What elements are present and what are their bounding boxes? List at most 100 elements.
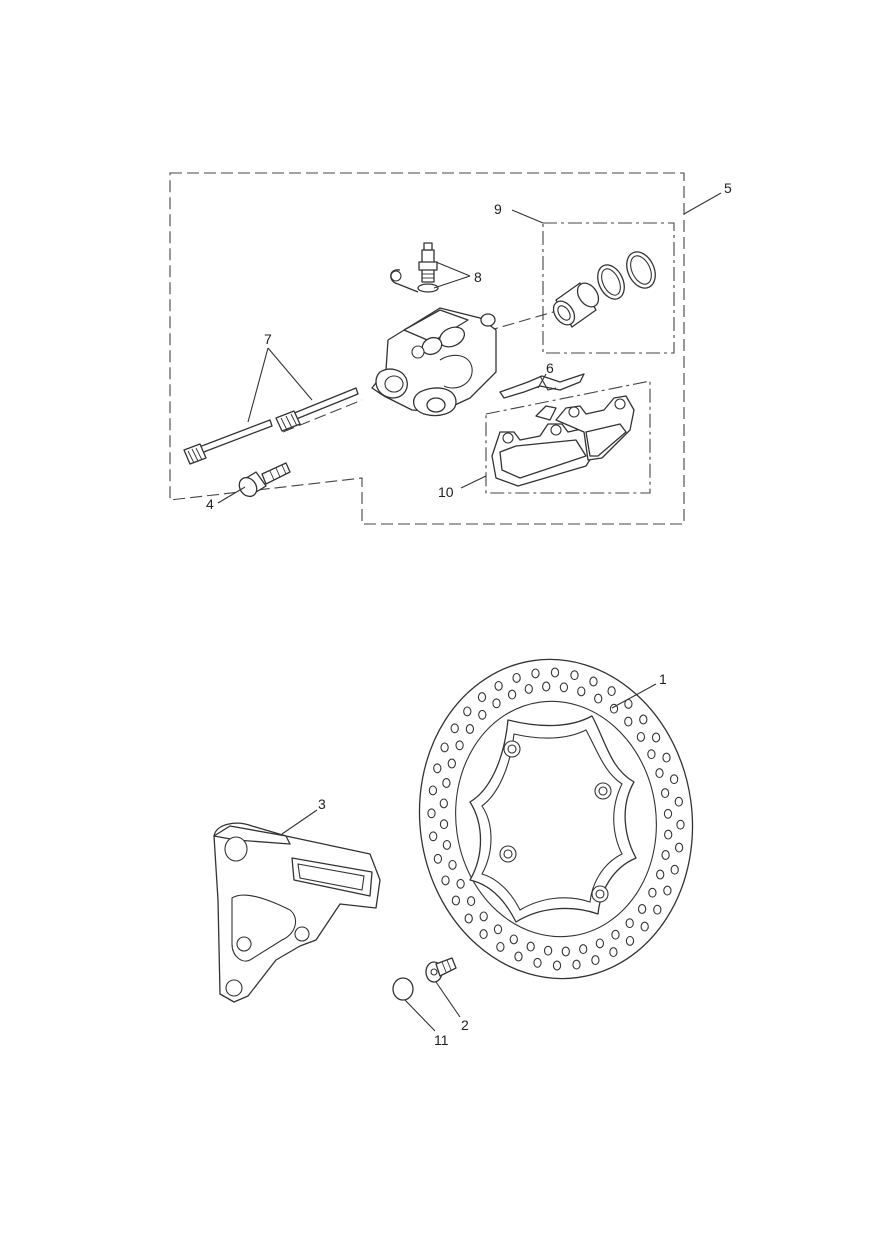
alignment-line-upper	[469, 309, 561, 337]
disc-drilled-hole	[440, 742, 449, 753]
disc-drilled-hole	[611, 929, 620, 940]
disc-drilled-hole	[594, 693, 603, 704]
disc-drilled-hole	[479, 929, 488, 940]
disc-drilled-hole	[448, 859, 457, 870]
disc-drilled-hole	[609, 947, 618, 958]
disc-drilled-hole	[429, 831, 438, 842]
disc-drilled-hole	[669, 774, 679, 785]
caliper-carrier-bracket	[213, 822, 381, 1003]
disc-drilled-hole	[674, 842, 684, 853]
disc-drilled-hole	[493, 924, 503, 935]
disc-drilled-hole	[625, 935, 635, 946]
disc-drilled-hole	[477, 692, 487, 703]
disc-drilled-hole	[464, 913, 473, 924]
disc-drilled-hole	[428, 785, 438, 796]
disc-drilled-hole	[442, 778, 451, 788]
disc-drilled-hole	[664, 829, 673, 840]
piston-seal-rings	[597, 251, 656, 300]
disc-drilled-hole	[655, 768, 664, 779]
disc-drilled-hole	[591, 955, 600, 966]
disc-drilled-hole	[595, 938, 605, 949]
disc-drilled-hole	[441, 875, 450, 886]
caliper-body	[371, 307, 497, 417]
disc-drilled-hole	[676, 819, 685, 830]
disc-drilled-hole	[640, 921, 649, 932]
callout-2: 2	[461, 1017, 469, 1033]
callout-9: 9	[494, 201, 502, 217]
callout-1: 1	[659, 671, 667, 687]
disc-drilled-hole	[639, 714, 648, 725]
disc-drilled-hole	[542, 681, 551, 692]
pad-retaining-pins	[183, 387, 359, 465]
disc-drilled-hole	[494, 680, 503, 691]
pad-kit-box	[485, 380, 651, 494]
disc-drilled-hole	[451, 895, 461, 906]
disc-drilled-hole	[651, 732, 661, 743]
disc-drilled-hole	[660, 788, 670, 799]
callout-10: 10	[438, 484, 454, 500]
disc-drilled-hole	[479, 911, 488, 922]
disc-drilled-hole	[439, 798, 448, 809]
disc-drilled-hole	[526, 941, 535, 952]
disc-drilled-hole	[456, 878, 465, 889]
caliper-piston	[552, 282, 600, 328]
disc-drilled-hole	[531, 668, 540, 679]
disc-drilled-hole	[661, 850, 670, 860]
disc-drilled-hole	[561, 946, 570, 957]
disc-drilled-hole	[465, 724, 475, 734]
callout-3: 3	[318, 796, 326, 812]
disc-drilled-hole	[463, 706, 472, 717]
disc-drilled-hole	[636, 731, 646, 742]
disc-drilled-hole	[589, 676, 598, 687]
caliper-mounting-bolt	[238, 462, 291, 498]
disc-drilled-hole	[647, 749, 656, 760]
disc-drilled-hole	[572, 959, 581, 970]
disc-drilled-hole	[433, 763, 442, 774]
disc-drilled-hole	[570, 670, 579, 681]
disc-drilled-hole	[433, 853, 443, 864]
disc-drilled-hole	[656, 869, 665, 880]
disc-drilled-hole	[579, 944, 588, 955]
disc-drilled-hole	[478, 709, 487, 720]
disc-drilled-hole	[442, 839, 452, 850]
disc-carrier	[469, 715, 637, 923]
disc-drilled-hole	[496, 941, 505, 952]
disc-drilled-hole	[662, 752, 671, 763]
callout-7: 7	[264, 331, 272, 347]
disc-drilled-hole	[637, 904, 647, 914]
disc-drilled-hole	[492, 698, 501, 709]
disc-drilled-hole	[552, 960, 562, 971]
disc-drilled-hole	[439, 819, 449, 830]
disc-drilled-holes	[427, 667, 685, 971]
callout-numbers: 1 2 3 4 5 6 7 8 9 10 11	[206, 180, 732, 1048]
disc-drilled-hole	[514, 951, 523, 962]
disc-drilled-hole	[466, 896, 476, 907]
leader-lines	[217, 192, 722, 1032]
disc-mounting-holes	[499, 740, 612, 903]
disc-drilled-hole	[543, 945, 553, 956]
disc-drilled-hole	[670, 864, 679, 875]
disc-washer	[392, 977, 414, 1001]
disc-drilled-hole	[559, 682, 569, 693]
brake-disc	[418, 658, 694, 980]
pad-spring	[499, 373, 585, 399]
caliper-assembly-group	[169, 172, 685, 525]
disc-drilled-hole	[507, 689, 517, 700]
disc-drilled-hole	[524, 683, 533, 694]
disc-drilled-hole	[450, 723, 459, 734]
disc-drilled-hole	[663, 885, 672, 896]
callout-11: 11	[434, 1032, 449, 1048]
callout-6: 6	[546, 360, 554, 376]
disc-drilled-hole	[509, 934, 518, 945]
disc-drilled-hole	[648, 887, 657, 898]
disc-drilled-hole	[427, 808, 436, 819]
alignment-line-lower	[282, 399, 363, 433]
bleed-nipple	[390, 242, 439, 293]
disc-drilled-hole	[653, 904, 662, 915]
disc-drilled-hole	[624, 716, 633, 727]
disc-bolt	[425, 957, 457, 983]
brake-pads	[491, 395, 635, 487]
disc-drilled-hole	[663, 808, 673, 819]
disc-drilled-hole	[455, 740, 464, 751]
disc-drilled-hole	[512, 672, 521, 683]
